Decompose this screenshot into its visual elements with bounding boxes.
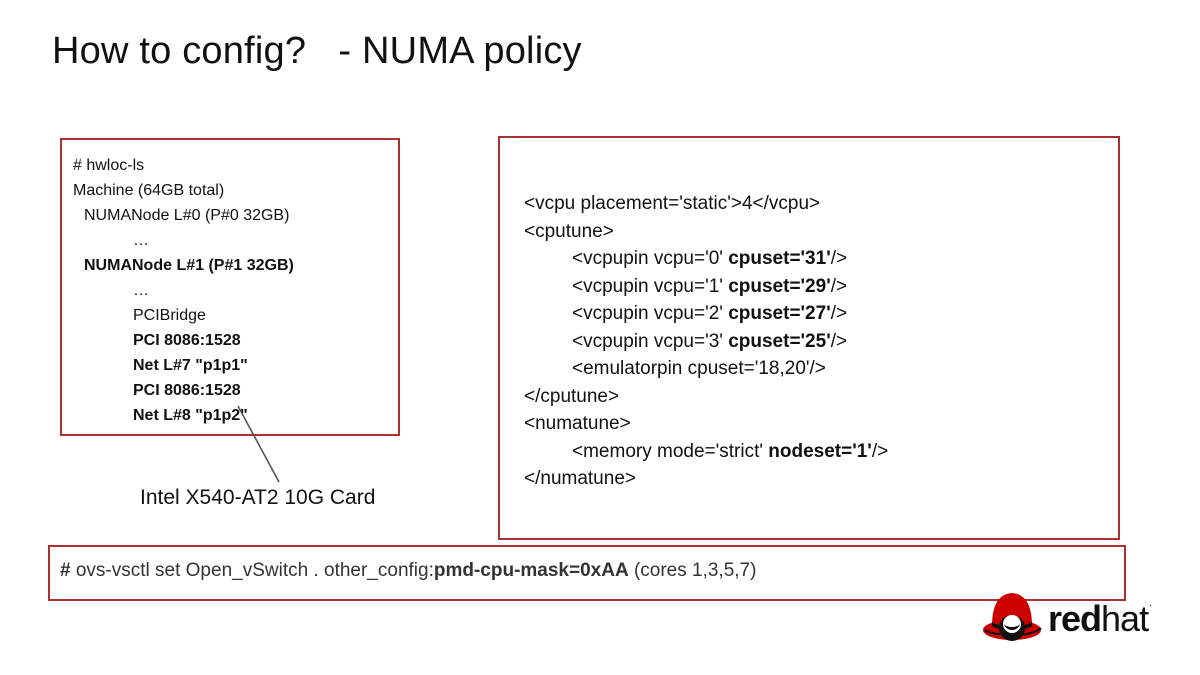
libvirt-xml-box: <vcpu placement='static'>4</vcpu> <cputun… [498,136,1120,540]
shadowman-hat-icon [983,593,1042,641]
xml-text: <vcpupin vcpu='2' [572,303,729,324]
hwloc-line: Net L#7 "p1p1" [133,357,248,374]
command-text: ovs-vsctl set Open_vSwitch . other_confi… [75,560,434,581]
xml-text: <vcpu placement='static'>4</vcpu> [524,193,821,214]
xml-text: /> [830,303,848,324]
xml-line: <numatune> [524,410,888,438]
hwloc-line: NUMANode L#1 (P#1 32GB) [84,257,294,274]
command-highlight: pmd-cpu-mask=0xAA [433,560,629,581]
redhat-wordmark: redhat. [1048,598,1152,640]
redhat-logo: redhat. [982,586,1162,648]
hwloc-line: NUMANode L#0 (P#0 32GB) [84,207,290,224]
xml-text: </numatune> [524,468,636,489]
hwloc-line: PCIBridge [133,307,206,324]
xml-line: </cputune> [524,383,888,411]
xml-line: <vcpupin vcpu='0' cpuset='31'/> [524,245,888,273]
wordmark-red: red [1048,598,1102,639]
xml-line: <vcpu placement='static'>4</vcpu> [524,190,888,218]
hwloc-line: PCI 8086:1528 [133,382,241,399]
hwloc-line: PCI 8086:1528 [133,332,241,349]
xml-text: <numatune> [524,413,631,434]
xml-text: <cputune> [524,220,614,242]
xml-line: <vcpupin vcpu='2' cpuset='27'/> [524,300,888,328]
xml-text: <memory mode='strict' [572,440,769,462]
hwloc-line: … [133,232,149,249]
xml-line: </numatune> [524,465,888,493]
xml-highlight: cpuset='25' [728,330,831,352]
xml-highlight: cpuset='27' [728,303,831,324]
xml-text: <emulatorpin cpuset='18,20'/> [572,358,826,379]
xml-text: /> [830,248,848,269]
xml-text: /> [830,275,848,297]
ovs-command-box: # ovs-vsctl set Open_vSwitch . other_con… [48,545,1126,601]
xml-lines: <vcpu placement='static'>4</vcpu> <cputun… [524,190,888,493]
xml-line: <memory mode='strict' nodeset='1'/> [524,438,888,466]
command-text: (cores 1,3,5,7) [628,560,757,581]
slide-title: How to config? - NUMA policy [52,30,582,72]
xml-text: /> [830,330,848,352]
xml-text: <vcpupin vcpu='0' [572,248,729,269]
hwloc-line: Net L#8 "p1p2" [133,407,248,424]
xml-line: <cputune> [524,218,888,246]
nic-caption: Intel X540-AT2 10G Card [140,486,376,509]
xml-text: /> [871,440,889,462]
hwloc-line: Machine (64GB total) [73,182,225,199]
ovs-command-text: # ovs-vsctl set Open_vSwitch . other_con… [60,560,756,582]
xml-text: <vcpupin vcpu='3' [572,330,729,352]
hwloc-line: # hwloc-ls [73,157,145,174]
xml-text: <vcpupin vcpu='1' [572,275,729,297]
xml-line: <vcpupin vcpu='3' cpuset='25'/> [524,328,888,356]
xml-highlight: cpuset='31' [728,248,831,269]
xml-line: <vcpupin vcpu='1' cpuset='29'/> [524,273,888,301]
hwloc-line: … [133,282,149,299]
xml-text: </cputune> [524,385,620,407]
xml-highlight: nodeset='1' [768,440,872,462]
wordmark-dot: . [1149,598,1152,609]
command-highlight: # [60,560,76,581]
xml-line: <emulatorpin cpuset='18,20'/> [524,355,888,383]
xml-highlight: cpuset='29' [728,275,831,297]
wordmark-hat: hat [1101,598,1149,639]
